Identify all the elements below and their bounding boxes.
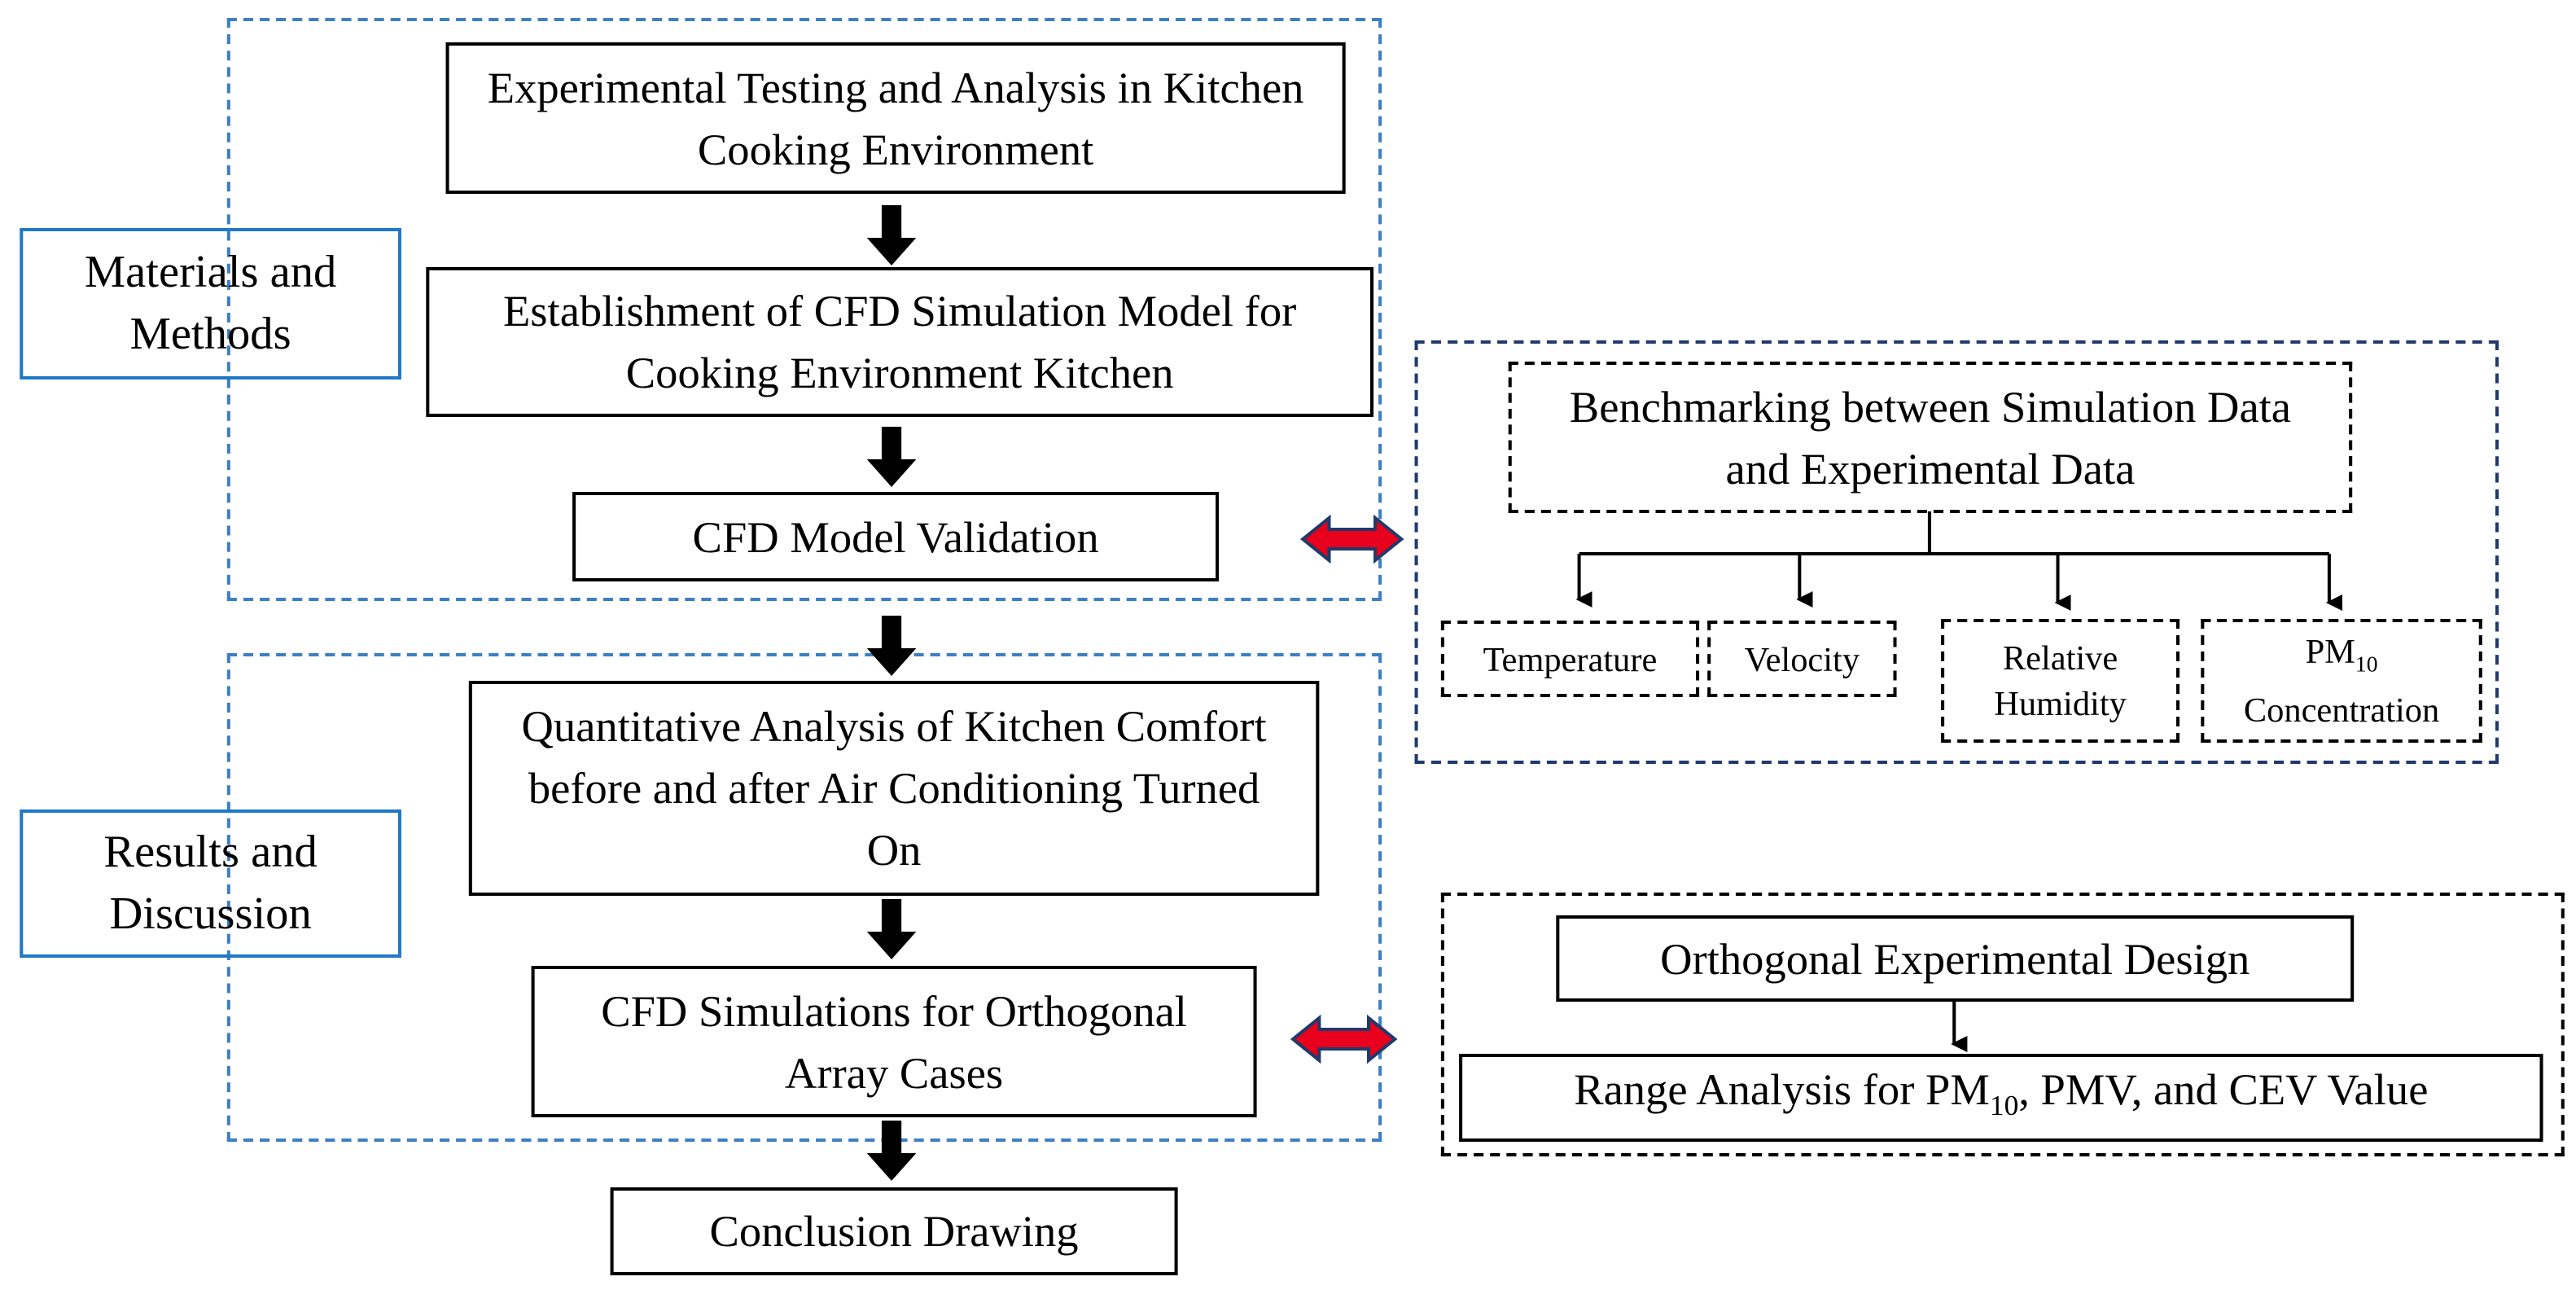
materials-group-frame bbox=[226, 18, 1382, 601]
double-arrow-validation bbox=[1299, 514, 1404, 564]
param-pm-main: PM bbox=[2305, 631, 2355, 671]
param-humidity-text: Relative Humidity bbox=[1994, 638, 2127, 723]
benchmark-box: Benchmarking between Simulation Data and… bbox=[1508, 362, 2353, 513]
flow-step-cfd-validation: CFD Model Validation bbox=[572, 492, 1220, 581]
flow-step-1-text: Experimental Testing and Analysis in Kit… bbox=[487, 63, 1304, 173]
orthogonal-group-frame bbox=[1440, 893, 2565, 1156]
param-pm10-concentration: PM10 Concentration bbox=[2201, 619, 2482, 743]
param-velocity: Velocity bbox=[1707, 621, 1897, 697]
section-label-materials: Materials and Methods bbox=[20, 228, 401, 379]
param-pm-line: PM10 bbox=[2306, 629, 2378, 687]
double-arrow-orthogonal bbox=[1290, 1014, 1398, 1064]
param-temperature-text: Temperature bbox=[1483, 639, 1658, 678]
param-pm-label: Concentration bbox=[2243, 691, 2440, 730]
results-group-frame bbox=[226, 653, 1382, 1142]
param-relative-humidity: Relative Humidity bbox=[1941, 619, 2180, 743]
validation-group-frame bbox=[1414, 340, 2499, 764]
flow-step-2-text: Establishment of CFD Simulation Model fo… bbox=[502, 287, 1297, 397]
orthogonal-design-text: Orthogonal Experimental Design bbox=[1660, 934, 2250, 983]
flow-step-experimental-testing: Experimental Testing and Analysis in Kit… bbox=[445, 42, 1346, 194]
orthogonal-design-box: Orthogonal Experimental Design bbox=[1556, 915, 2355, 1002]
flow-step-cfd-model: Establishment of CFD Simulation Model fo… bbox=[426, 267, 1374, 417]
flow-step-5-text: CFD Simulations for Orthogonal Array Cas… bbox=[601, 986, 1187, 1097]
range-prefix: Range Analysis for PM bbox=[1574, 1065, 1990, 1115]
flow-arrow-5 bbox=[866, 1121, 917, 1181]
section-label-results: Results and Discussion bbox=[20, 809, 401, 958]
flow-arrow-4 bbox=[866, 899, 917, 959]
flow-arrow-2 bbox=[866, 427, 917, 487]
flow-step-quantitative-analysis: Quantitative Analysis of Kitchen Comfort… bbox=[468, 681, 1320, 896]
flow-step-conclusion: Conclusion Drawing bbox=[610, 1187, 1178, 1275]
range-analysis-text: Range Analysis for PM10, PMV, and CEV Va… bbox=[1574, 1060, 2428, 1137]
flow-step-cfd-simulations: CFD Simulations for Orthogonal Array Cas… bbox=[531, 966, 1257, 1117]
param-pm-sub: 10 bbox=[2355, 652, 2378, 677]
flow-arrow-3 bbox=[866, 616, 917, 676]
flow-step-6-text: Conclusion Drawing bbox=[709, 1207, 1079, 1256]
section-label-results-text: Results and Discussion bbox=[103, 827, 318, 939]
range-suffix: , PMV, and CEV Value bbox=[2018, 1065, 2429, 1115]
section-label-materials-text: Materials and Methods bbox=[84, 247, 337, 359]
flow-step-4-text: Quantitative Analysis of Kitchen Comfort… bbox=[521, 702, 1267, 875]
param-temperature: Temperature bbox=[1440, 621, 1700, 697]
range-sub: 10 bbox=[1989, 1089, 2019, 1122]
param-velocity-text: Velocity bbox=[1744, 639, 1860, 678]
benchmark-text: Benchmarking between Simulation Data and… bbox=[1569, 382, 2292, 493]
flow-arrow-1 bbox=[866, 205, 917, 265]
flow-step-3-text: CFD Model Validation bbox=[692, 512, 1099, 561]
range-analysis-box: Range Analysis for PM10, PMV, and CEV Va… bbox=[1459, 1054, 2543, 1142]
